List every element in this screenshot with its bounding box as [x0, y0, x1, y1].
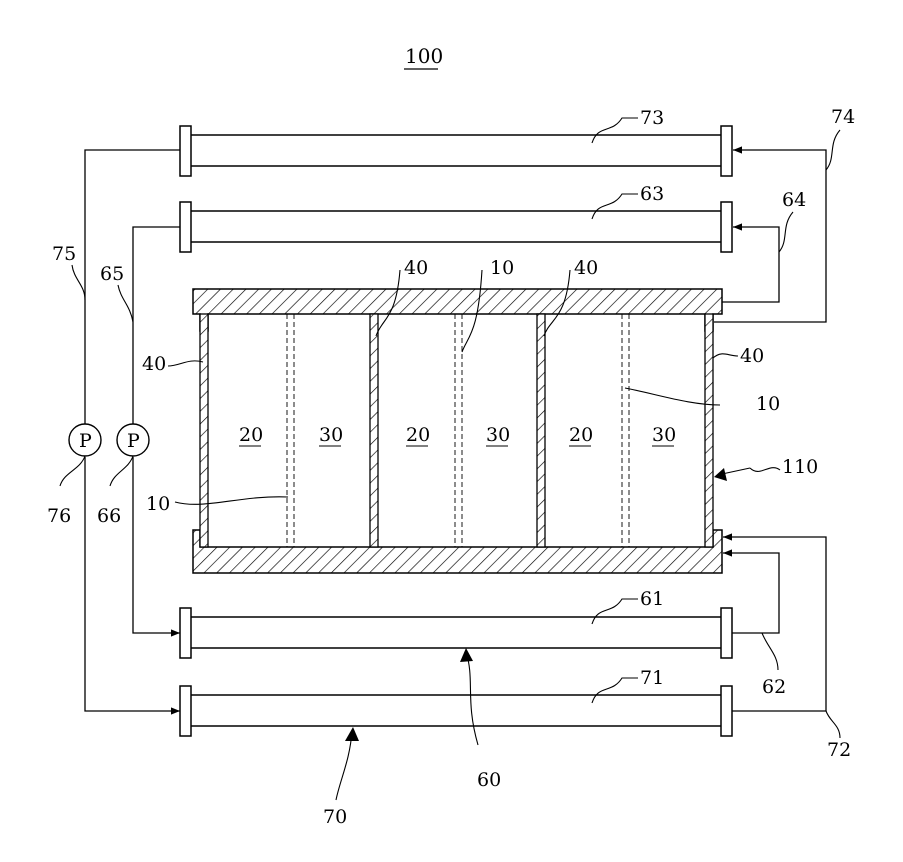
label-73: 73 — [640, 107, 664, 129]
label-40-mid-2: 40 — [574, 257, 598, 279]
cell-2-anode-label: 20 — [406, 424, 430, 446]
cell-2-cathode-label: 30 — [486, 424, 510, 446]
separator-mid-1 — [370, 314, 378, 547]
tank-73 — [180, 126, 732, 176]
pump-76: P — [69, 424, 101, 456]
membrane-3 — [622, 314, 629, 547]
cell-1-anode-label: 20 — [239, 424, 263, 446]
cell-1-cathode-label: 30 — [319, 424, 343, 446]
cell-3-cathode-label: 30 — [652, 424, 676, 446]
label-75: 75 — [52, 243, 76, 265]
pump-66: P — [117, 424, 149, 456]
separator-left — [200, 314, 208, 547]
top-end-plate — [193, 289, 722, 331]
label-72: 72 — [827, 739, 851, 761]
label-63: 63 — [640, 183, 664, 205]
arrowhead-60 — [460, 648, 473, 662]
pipe-65-lower — [133, 457, 180, 633]
cell-3-anode-label: 20 — [569, 424, 593, 446]
label-70: 70 — [323, 806, 347, 828]
label-10-left: 10 — [146, 493, 170, 515]
label-62: 62 — [762, 676, 786, 698]
membrane-2 — [455, 314, 462, 547]
tank-63 — [180, 202, 732, 252]
bottom-end-plate — [193, 530, 722, 573]
label-110: 110 — [782, 456, 818, 478]
label-10-mid: 10 — [490, 257, 514, 279]
label-71: 71 — [640, 667, 664, 689]
label-61: 61 — [640, 588, 664, 610]
cell-stack-110 — [193, 289, 722, 573]
label-10-right: 10 — [756, 393, 780, 415]
label-40-right: 40 — [740, 345, 764, 367]
separator-right — [705, 314, 713, 547]
separator-mid-2 — [537, 314, 545, 547]
label-76: 76 — [47, 505, 71, 527]
arrowhead-110 — [714, 468, 727, 481]
arrowhead-70 — [345, 727, 359, 741]
label-74: 74 — [831, 106, 855, 128]
label-65: 65 — [100, 263, 124, 285]
pump-76-symbol: P — [79, 430, 92, 452]
label-60: 60 — [477, 769, 501, 791]
tank-61 — [180, 608, 732, 658]
label-40-left: 40 — [142, 353, 166, 375]
pump-66-symbol: P — [127, 430, 140, 452]
label-64: 64 — [782, 189, 806, 211]
tank-71 — [180, 686, 732, 736]
membrane-1 — [287, 314, 294, 547]
figure-reference-100: 100 — [405, 44, 443, 68]
label-66: 66 — [97, 505, 121, 527]
pipe-65 — [133, 227, 180, 424]
label-40-mid-1: 40 — [404, 257, 428, 279]
